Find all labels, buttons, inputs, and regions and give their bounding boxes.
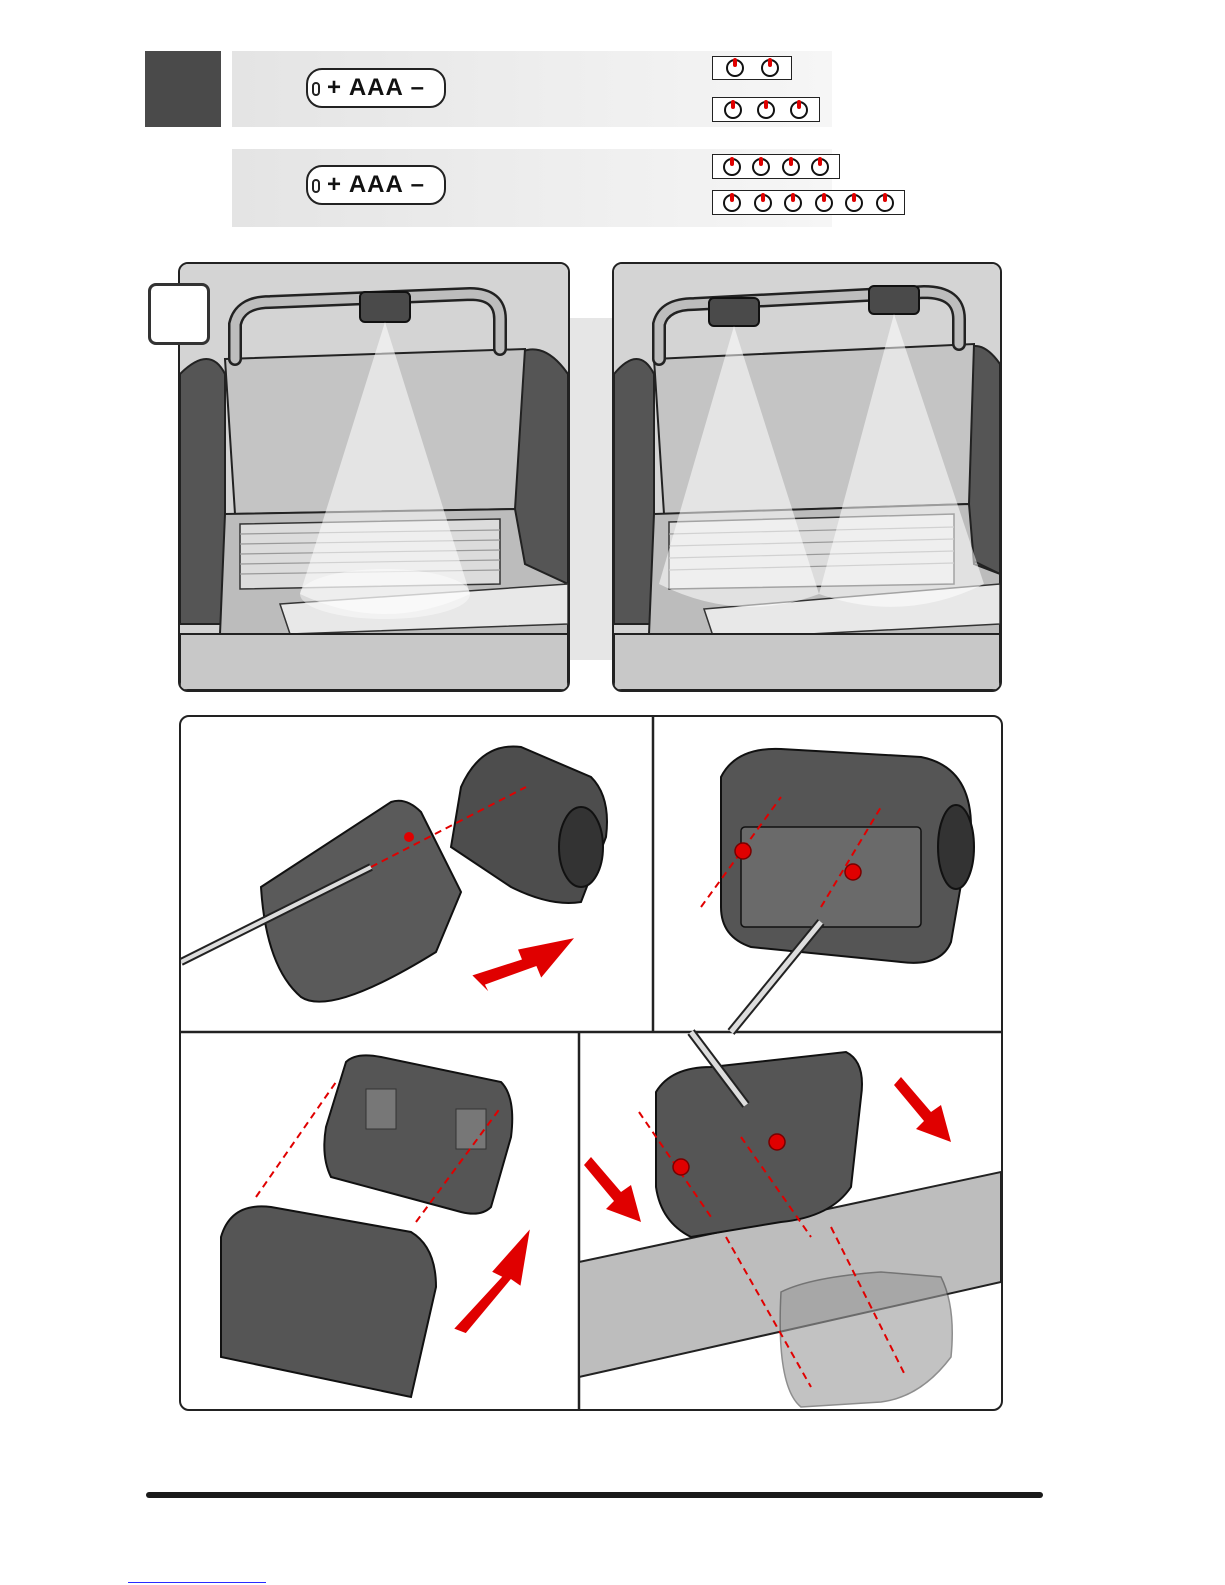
knob-group-2 [712,56,792,80]
burner-knob-icon [724,101,742,119]
burner-knob-icon [784,194,802,212]
battery-terminal-icon [312,82,320,96]
burner-knob-icon [754,194,772,212]
burner-knob-icon [723,158,741,176]
burner-knob-icon [726,59,744,77]
assembly-frame [179,715,1003,1411]
assembly-drawing [181,717,1001,1409]
battery-terminal-icon [312,179,320,193]
grill-double-light-drawing [614,264,1000,690]
aaa-battery-icon: + AAA – [306,68,446,108]
burner-knob-icon [757,101,775,119]
burner-knob-icon [876,194,894,212]
burner-knob-icon [752,158,770,176]
burner-knob-icon [761,59,779,77]
knob-group-3 [712,97,820,122]
burner-knob-icon [811,158,829,176]
step-marker-filled [145,51,221,127]
burner-knob-icon [815,194,833,212]
step-marker-outline [148,283,210,345]
burner-knob-icon [845,194,863,212]
grill-single-light-drawing [180,264,568,690]
aaa-battery-icon: + AAA – [306,165,446,205]
knob-group-6 [712,190,905,215]
knob-group-4 [712,154,840,179]
battery-label: + AAA – [327,74,425,102]
burner-knob-icon [782,158,800,176]
grill-single-light-illustration [178,262,570,692]
grill-double-light-illustration [612,262,1002,692]
burner-knob-icon [723,194,741,212]
footer-rule [146,1492,1043,1498]
footer-link-underline [128,1582,266,1583]
battery-label: + AAA – [327,171,425,199]
burner-knob-icon [790,101,808,119]
connector-strip [570,318,612,660]
